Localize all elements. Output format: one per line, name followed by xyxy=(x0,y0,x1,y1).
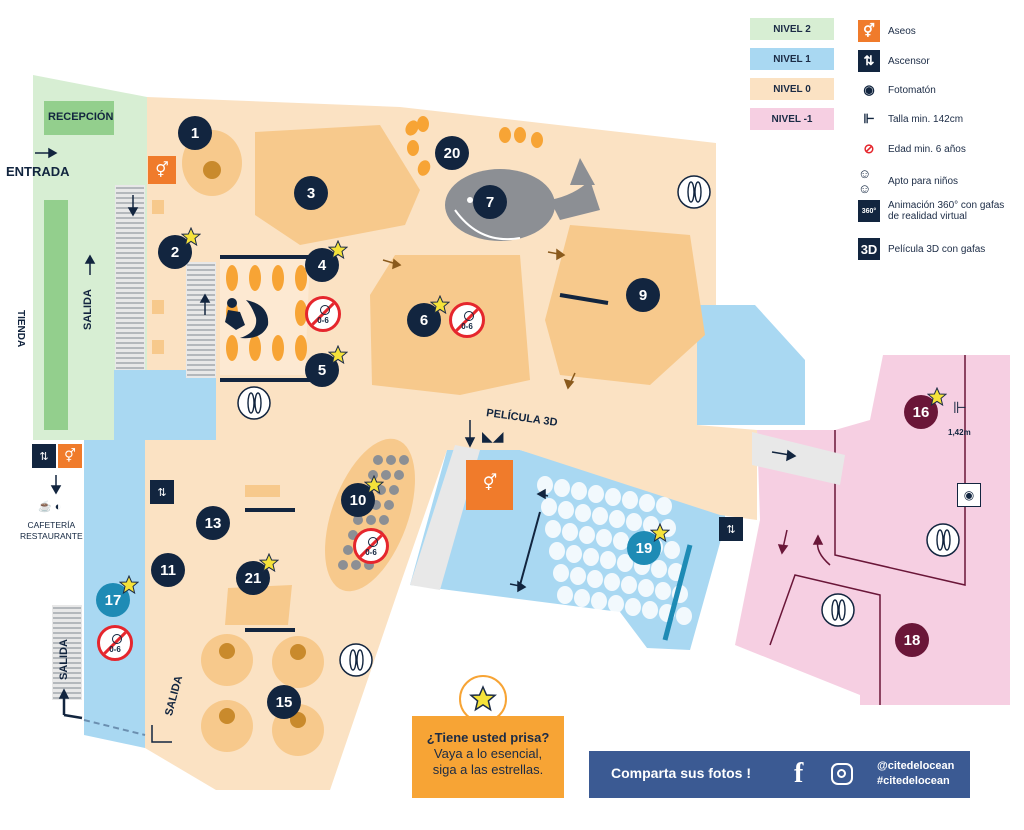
stop-marker-3[interactable]: 3 xyxy=(294,176,328,210)
cup-icon: ☕ ◐ xyxy=(38,501,62,513)
hurry-box: ¿Tiene usted prisa? Vaya a lo esencial, … xyxy=(412,716,564,798)
walls xyxy=(220,255,609,632)
stop-marker-1[interactable]: 1 xyxy=(178,116,212,150)
film3d-icon: 3D xyxy=(858,238,880,260)
legend-level-2: NIVEL 0 xyxy=(750,78,834,100)
hurry-line2: siga a las estrellas. xyxy=(432,762,544,777)
height-icon: ⊩ xyxy=(863,111,875,126)
star-icon xyxy=(429,294,451,315)
exhibit-pods xyxy=(226,265,307,361)
legend-level-3: NIVEL -1 xyxy=(750,108,834,130)
stop-marker-20[interactable]: 20 xyxy=(435,136,469,170)
age-icon: ⊘ xyxy=(863,141,875,156)
recepcion-label: RECEPCIÓN xyxy=(48,111,114,123)
restroom-icon: ⚥ xyxy=(858,20,880,42)
share-text: Comparta sus fotos ! xyxy=(611,765,752,781)
surf-icon xyxy=(237,175,960,677)
seating xyxy=(537,476,692,625)
star-icon xyxy=(926,386,948,407)
camera-icon: ◉ xyxy=(957,483,981,507)
stop-marker-11[interactable]: 11 xyxy=(151,553,185,587)
tienda-label: TIENDA xyxy=(15,310,26,348)
hurry-title: ¿Tiene usted prisa? xyxy=(426,730,550,745)
direction-arrows xyxy=(382,248,576,390)
age-restriction-icon: 0-6 xyxy=(449,302,485,338)
elevator-icon: ⇅ xyxy=(150,480,174,504)
hurry-line1: Vaya a lo esencial, xyxy=(433,746,543,761)
star-icon xyxy=(649,522,671,543)
stop-marker-9[interactable]: 9 xyxy=(626,278,660,312)
legend-symbol-row: ◉Fotomatón xyxy=(858,79,935,101)
camera-icon: ◉ xyxy=(863,82,875,97)
elevator-icon: ⇅ xyxy=(32,444,56,468)
legend-level-1: NIVEL 1 xyxy=(750,48,834,70)
salida-label-2: SALIDA xyxy=(58,639,70,680)
film3d-icon: ◣◢ xyxy=(482,428,504,444)
share-bar: Comparta sus fotos ! f @citedelocean #ci… xyxy=(589,751,970,798)
star-icon xyxy=(327,344,349,365)
salida-label-1: SALIDA xyxy=(82,289,94,330)
stop-marker-18[interactable]: 18 xyxy=(895,623,929,657)
star-icon xyxy=(327,239,349,260)
cinema-screen xyxy=(662,544,693,641)
legend-level-0: NIVEL 2 xyxy=(750,18,834,40)
stop-marker-21[interactable]: 21 xyxy=(236,561,270,595)
share-handles: @citedelocean #citedelocean xyxy=(877,760,955,787)
elevator-icon: ⇅ xyxy=(719,517,743,541)
facebook-icon[interactable]: f xyxy=(794,758,804,789)
elevator-icon: ⇅ xyxy=(858,50,880,72)
stop-marker-7[interactable]: 7 xyxy=(473,185,507,219)
vr360-icon: 360° xyxy=(858,200,880,222)
instagram-icon[interactable] xyxy=(831,763,853,785)
age-restriction-icon: 0-6 xyxy=(353,528,389,564)
height-icon: ⊩ xyxy=(953,400,967,417)
legend-symbol-row: ⇅Ascensor xyxy=(858,50,930,72)
legend-symbol-row: ⚥Aseos xyxy=(858,20,916,42)
level-minus1-area xyxy=(735,355,1010,705)
restroom-icon: ⚥ xyxy=(148,156,176,184)
stop-marker-15[interactable]: 15 xyxy=(267,685,301,719)
age-restriction-icon: 0-6 xyxy=(305,296,341,332)
height-value: 1,42m xyxy=(948,428,971,437)
kids-icon: ☺☺ xyxy=(858,166,872,196)
restroom-icon: ⚥ xyxy=(482,475,498,492)
age-restriction-icon: 0-6 xyxy=(97,625,133,661)
restroom-zone xyxy=(466,460,513,510)
star-icon xyxy=(118,574,140,595)
restroom-icon: ⚥ xyxy=(58,444,82,468)
legend-symbol-row: ⊘Edad min. 6 años xyxy=(858,138,966,160)
surfer-icon xyxy=(225,298,269,339)
star-icon xyxy=(180,226,202,247)
star-icon xyxy=(363,474,385,495)
legend-symbol-row: ☺☺Apto para niños xyxy=(858,166,959,196)
round-tables xyxy=(201,634,324,756)
stop-marker-13[interactable]: 13 xyxy=(196,506,230,540)
entrada-label: ENTRADA xyxy=(6,164,70,179)
legend-symbol-row: ⊩Talla min. 142cm xyxy=(858,108,963,130)
star-icon xyxy=(258,552,280,573)
